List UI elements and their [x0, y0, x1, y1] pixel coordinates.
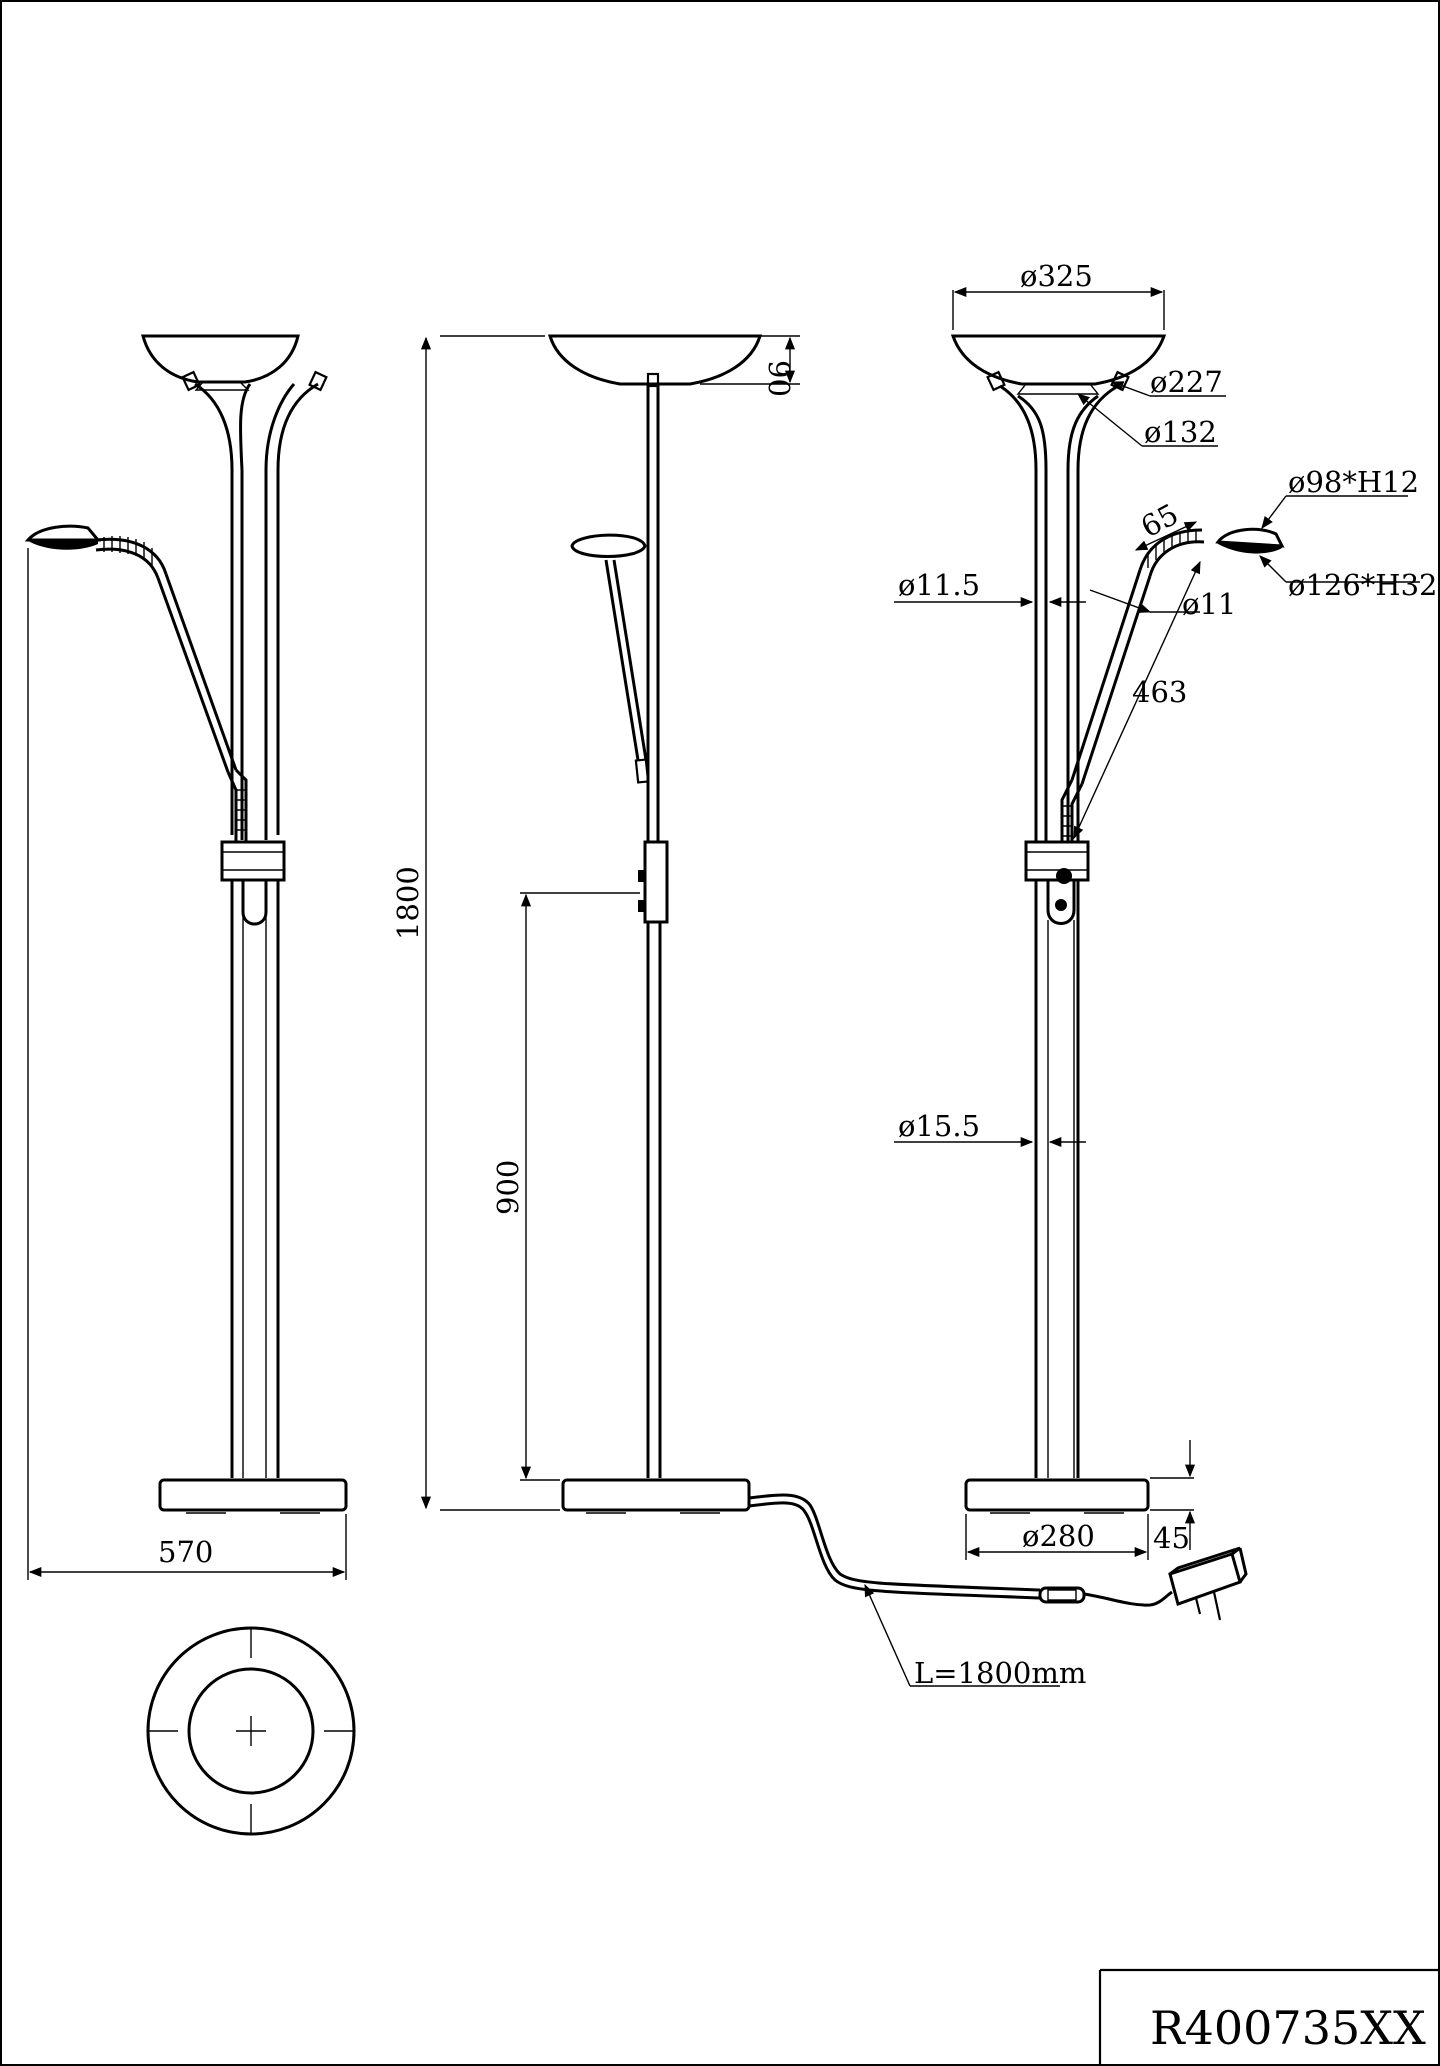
- dim-arm-length: 463: [1132, 675, 1187, 709]
- dim-inner-diameter: ø227: [1150, 365, 1223, 399]
- dim-base-height: 45: [1153, 1521, 1190, 1555]
- right-base: [964, 1478, 1150, 1512]
- right-reading-head: [1215, 527, 1285, 548]
- side-base: [561, 1478, 751, 1512]
- dim-shade-diameter: ø325: [1020, 259, 1093, 293]
- dim-flex-bend: 65: [1135, 497, 1184, 544]
- dim-arm-diameter: ø11: [1182, 587, 1236, 621]
- front-uplight-shade: [141, 334, 300, 384]
- front-base: [158, 1478, 348, 1512]
- cable: [748, 1493, 1041, 1592]
- dim-upper-tube: ø11.5: [898, 568, 980, 602]
- dim-total-height: 1800: [391, 866, 425, 940]
- dim-switch-height: 900: [491, 1160, 525, 1215]
- side-reading-head: [570, 533, 647, 558]
- dim-shade-height: 90: [762, 360, 796, 397]
- front-view: 570: [24, 334, 348, 1580]
- front-switch-housing: [220, 840, 286, 882]
- right-uplight-shade: [950, 334, 1167, 386]
- dim-neck-diameter: ø132: [1144, 415, 1217, 449]
- base-top-view: [146, 1626, 356, 1836]
- front-reading-head: [24, 524, 102, 542]
- power-adapter: [1168, 1552, 1242, 1606]
- right-switch-housing: [1024, 840, 1090, 882]
- side-switch-housing: [643, 840, 669, 924]
- dim-base-diameter: ø280: [1022, 1519, 1095, 1553]
- dimensioned-view: ø325 ø227 ø132 ø98*H12 ø126*H32 65 ø11 4…: [894, 259, 1438, 1560]
- front-flex-neck: [95, 537, 168, 575]
- title-block: R400735XX: [1098, 1968, 1440, 2066]
- side-view: 1800 900 90 L=1800mm: [391, 334, 1248, 1690]
- dim-head-top: ø98*H12: [1288, 465, 1419, 499]
- dim-lower-tube: ø15.5: [898, 1109, 980, 1143]
- product-code: R400735XX: [1150, 2001, 1426, 2055]
- side-uplight-shade: [547, 334, 763, 386]
- dim-cable-length: L=1800mm: [914, 1656, 1086, 1690]
- dim-base-width: 570: [158, 1535, 213, 1569]
- dim-head-outer: ø126*H32: [1288, 568, 1438, 602]
